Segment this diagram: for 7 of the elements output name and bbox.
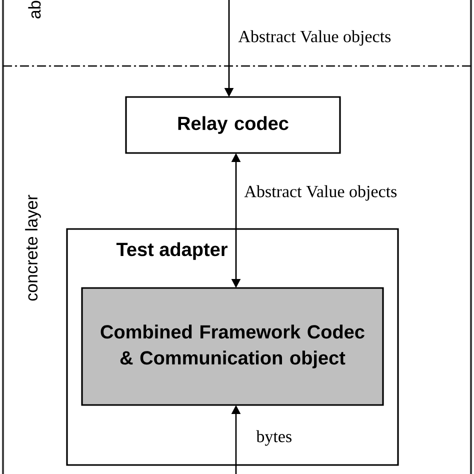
process-box: Relay codec xyxy=(125,96,341,154)
layer-label: ab xyxy=(28,0,41,18)
edge-label: bytes xyxy=(255,429,294,447)
edge-label: Abstract Value objects xyxy=(237,29,392,47)
edge-label: Abstract Value objects xyxy=(243,184,398,202)
layer-label: concrete layer xyxy=(25,194,41,301)
process-box: Combined Framework Codec & Communication object xyxy=(81,287,384,406)
